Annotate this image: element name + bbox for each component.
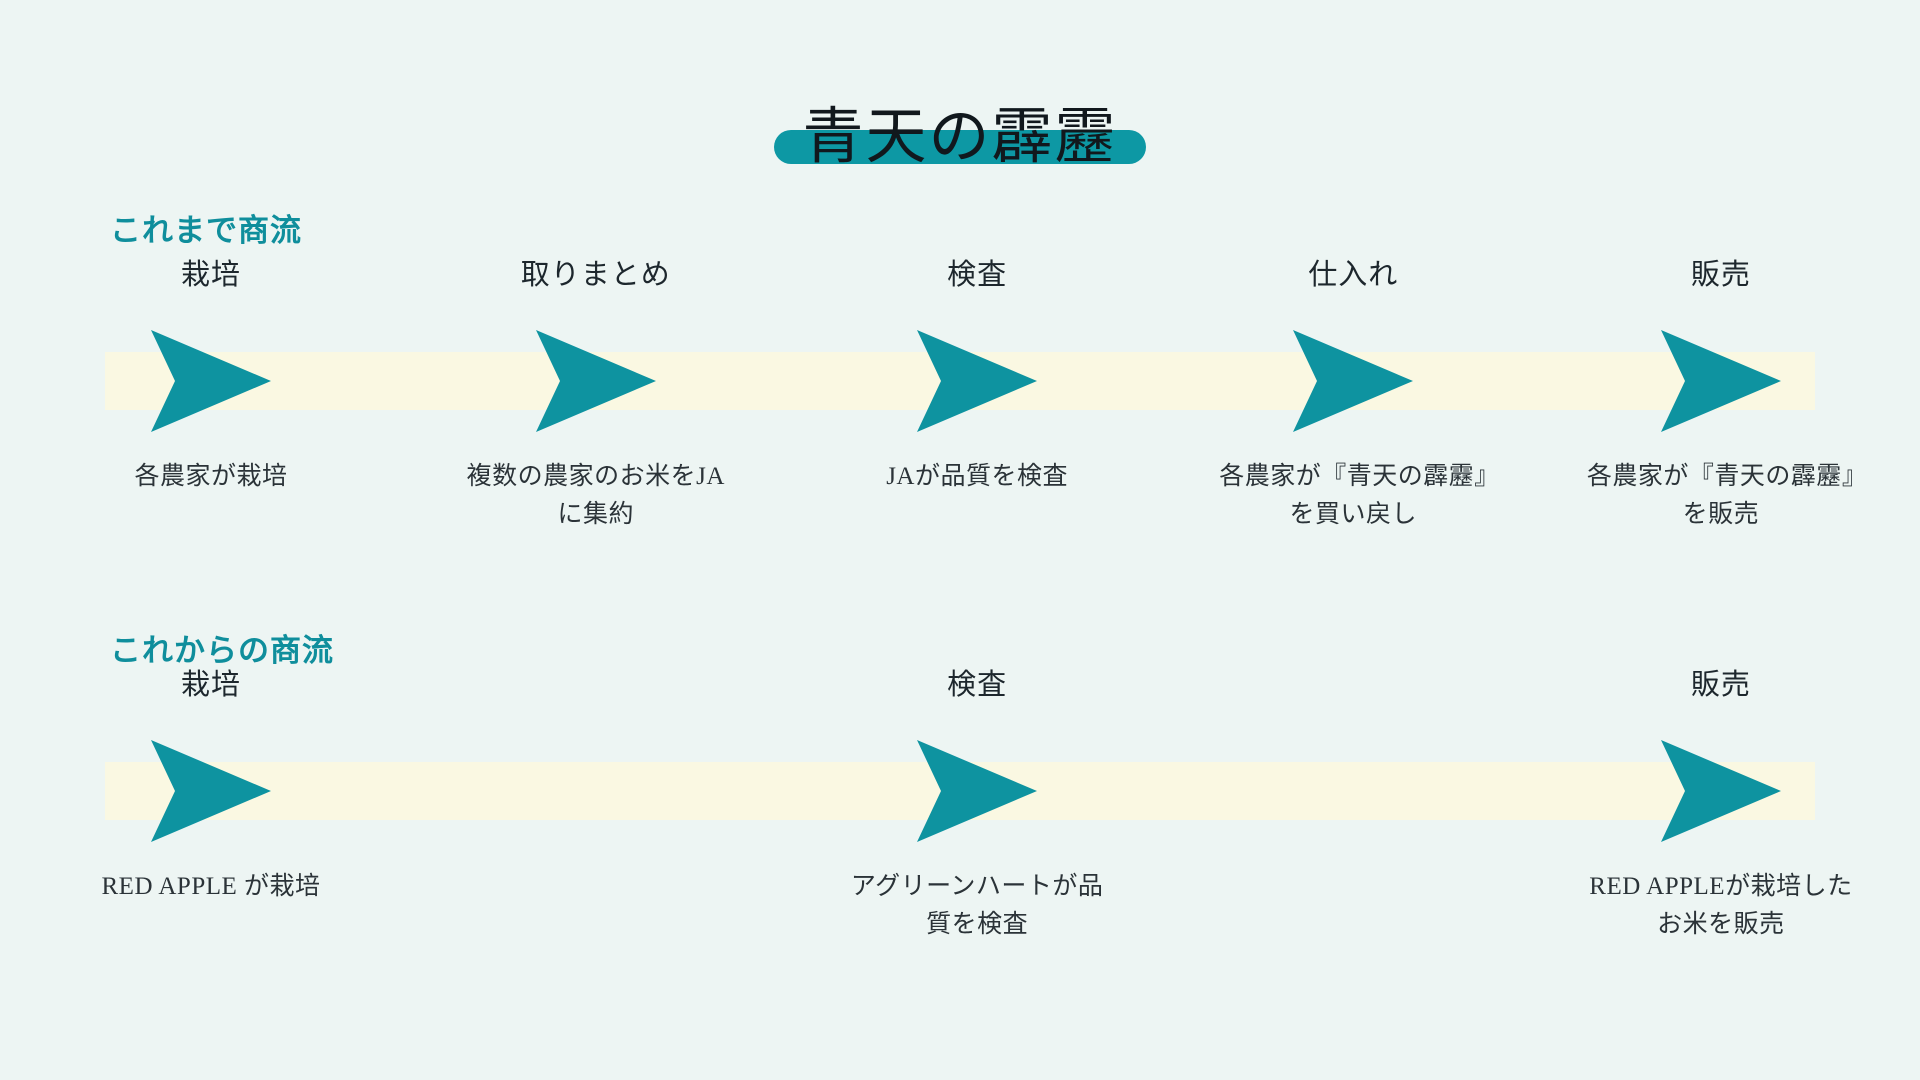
stage-caption: JAが品質を検査	[886, 463, 1068, 490]
section-heading-current: これまで商流	[110, 213, 302, 248]
stage-label-row-current: 栽培 取りまとめ 検査 仕入れ 販売	[105, 259, 1815, 308]
stage-label: 取りまとめ	[520, 259, 671, 291]
stage-caption: 各農家が『青天の霹靂』を販売	[1586, 463, 1855, 528]
flow-arrow-icon	[1651, 326, 1791, 436]
page-title-area: 青天の霹靂	[0, 68, 1920, 168]
stage-caption: 各農家が『青天の霹靂』を買い戻し	[1219, 463, 1488, 528]
stage-caption: アグリーンハートが品質を検査	[850, 873, 1104, 938]
stage-label: 検査	[947, 669, 1008, 701]
arrow-band-future	[105, 736, 1815, 846]
flow-row-current: 栽培 取りまとめ 検査 仕入れ 販売	[105, 259, 1855, 598]
flow-arrow-icon	[526, 326, 666, 436]
flow-arrow-icon	[141, 736, 281, 846]
stage-caption: RED APPLE が栽培	[101, 873, 321, 900]
arrow-band-current	[105, 326, 1815, 436]
section-heading-future: これからの商流	[110, 633, 334, 668]
stage-label: 栽培	[181, 669, 242, 701]
page-title: 青天の霹靂	[802, 104, 1118, 171]
stage-label: 仕入れ	[1308, 259, 1399, 291]
stage-label-row-future: 栽培 検査 販売	[105, 669, 1815, 718]
title-block: 青天の霹靂	[774, 104, 1146, 171]
stage-caption: 各農家が栽培	[134, 463, 288, 490]
caption-row-current: 各農家が栽培 複数の農家のお米をJAに集約 JAが品質を検査 各農家が『青天の霹…	[105, 458, 1855, 598]
flow-arrow-icon	[1283, 326, 1423, 436]
stage-caption: 複数の農家のお米をJAに集約	[466, 463, 725, 528]
flow-arrow-icon	[907, 736, 1047, 846]
stage-caption: RED APPLEが栽培したお米を販売	[1589, 873, 1853, 938]
flow-row-future: 栽培 検査 販売 RED APPLE が栽培	[102, 669, 1853, 1008]
flow-arrow-icon	[1651, 736, 1791, 846]
flow-arrow-icon	[907, 326, 1047, 436]
title-highlight-bar	[774, 130, 1146, 164]
stage-label: 栽培	[181, 259, 242, 291]
stage-label: 販売	[1690, 669, 1751, 701]
stage-label: 検査	[947, 259, 1008, 291]
caption-row-future: RED APPLE が栽培 アグリーンハートが品質を検査 RED APPLEが栽…	[102, 868, 1853, 1008]
stage-label: 販売	[1690, 259, 1751, 291]
flow-arrow-icon	[141, 326, 281, 436]
